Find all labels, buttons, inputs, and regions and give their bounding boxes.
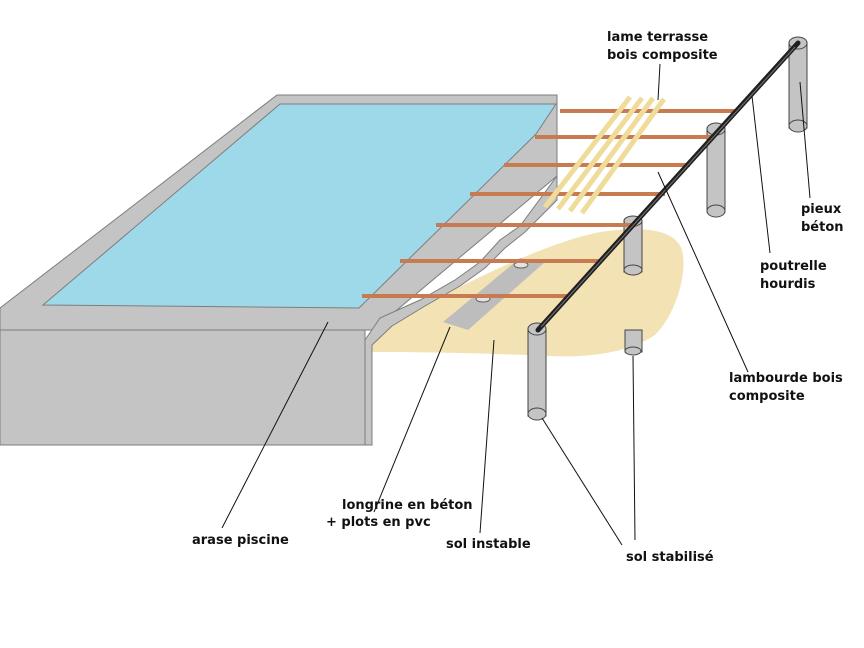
leader-line-decking bbox=[657, 63, 661, 101]
pool-front-wall bbox=[0, 329, 366, 446]
leader-line-pool-edge bbox=[221, 321, 329, 529]
pool bbox=[0, 94, 558, 446]
label-stabilized-soil: sol stabilisé bbox=[626, 550, 714, 565]
label-piles: pieux béton bbox=[801, 202, 846, 235]
label-decking: lame terrasse bois composite bbox=[607, 30, 718, 63]
decking-boards bbox=[543, 95, 667, 215]
steel-beam-highlight bbox=[540, 46, 796, 328]
labels: lame terrasse bois composite pieux béton… bbox=[192, 30, 847, 565]
unstable-soil-area bbox=[370, 229, 684, 357]
leader-line-joists bbox=[657, 171, 749, 373]
decking-board bbox=[556, 96, 644, 211]
leader-line-piles bbox=[799, 81, 811, 199]
leader-line-stabilized-soil-a bbox=[541, 417, 623, 546]
label-ground-beam: longrine en béton + plots en pvc bbox=[326, 498, 477, 530]
label-unstable-soil: sol instable bbox=[446, 537, 531, 552]
piles bbox=[527, 36, 808, 421]
decking-board bbox=[543, 95, 632, 209]
pile bbox=[624, 329, 643, 356]
leader-line-ground-beam bbox=[373, 326, 451, 513]
label-beam: poutrelle hourdis bbox=[760, 259, 831, 292]
decking-board bbox=[579, 97, 667, 215]
label-pool-edge: arase piscine bbox=[192, 533, 289, 548]
label-joists: lambourde bois composite bbox=[729, 371, 847, 404]
pool-broken-edge bbox=[364, 174, 558, 446]
leader-line-unstable-soil bbox=[479, 339, 495, 534]
leader-lines bbox=[221, 63, 811, 546]
pool-water bbox=[41, 103, 557, 309]
leader-line-beam bbox=[751, 95, 771, 254]
decking-board bbox=[567, 96, 656, 213]
pile bbox=[527, 322, 547, 421]
leader-line-stabilized-soil-b bbox=[632, 355, 636, 541]
